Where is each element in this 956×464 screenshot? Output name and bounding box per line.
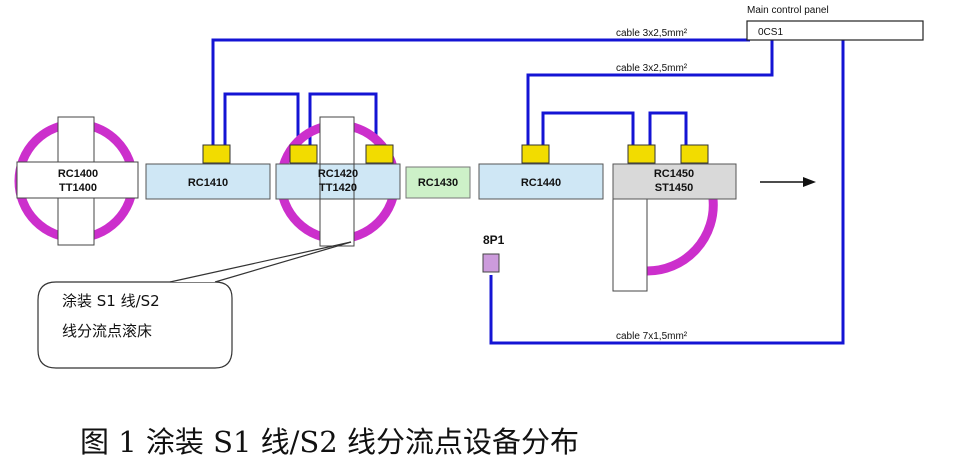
cable-loop-1450 bbox=[648, 111, 688, 148]
unit-rc1450 bbox=[612, 163, 737, 200]
unit-rc1430 bbox=[405, 166, 471, 199]
cable-loop-1440-1450 bbox=[541, 111, 635, 148]
unit-rc1410-label: RC1410 bbox=[188, 177, 228, 189]
callout-bubble: 涂装 S1 线/S2 线分流点滚床 bbox=[37, 241, 352, 369]
main-control-panel bbox=[746, 20, 924, 41]
cable-label-top-1: cable 3x2,5mm² bbox=[616, 28, 688, 39]
unit-rc1400-label: RC1400 bbox=[58, 168, 98, 180]
turntable-roller-horizontal bbox=[16, 161, 139, 199]
cable-top-2 bbox=[526, 40, 774, 148]
cable-loop-1410-1420 bbox=[223, 92, 300, 148]
cable-network bbox=[211, 38, 845, 345]
rc1420-terminal-right bbox=[365, 144, 394, 164]
unit-tt1420-label: TT1420 bbox=[319, 182, 357, 194]
callout-line-2: 线分流点滚床 bbox=[62, 322, 152, 340]
unit-8p1 bbox=[482, 253, 500, 273]
unit-tt1400-label: TT1400 bbox=[59, 182, 97, 194]
turntable-center-1420 bbox=[319, 163, 355, 200]
main-panel-id: 0CS1 bbox=[758, 27, 783, 38]
turntable-tt1420: RC1420 TT1420 bbox=[275, 116, 401, 247]
shuttle-st1450: RC1450 ST1450 bbox=[612, 144, 737, 292]
main-panel-title: Main control panel bbox=[747, 5, 829, 16]
cable-label-bottom: cable 7x1,5mm² bbox=[616, 331, 688, 342]
cable-loop-1420 bbox=[308, 92, 378, 148]
unit-rc1420-label: RC1420 bbox=[318, 168, 358, 180]
shuttle-arc bbox=[646, 198, 718, 276]
callout-line-1: 涂装 S1 线/S2 bbox=[62, 292, 160, 310]
unit-rc1450-label: RC1450 bbox=[654, 168, 694, 180]
shuttle-roller bbox=[612, 198, 648, 292]
unit-rc1440 bbox=[478, 163, 604, 200]
rc1450-terminal-right bbox=[680, 144, 709, 164]
flow-direction-arrow bbox=[760, 177, 816, 187]
rc1450-terminal-left bbox=[627, 144, 656, 164]
rc1410-terminal bbox=[202, 144, 231, 164]
cable-label-top-2: cable 3x2,5mm² bbox=[616, 63, 688, 74]
unit-st1450-label: ST1450 bbox=[655, 182, 694, 194]
rc1440-terminal bbox=[521, 144, 550, 164]
unit-rc1410 bbox=[145, 163, 271, 200]
unit-8p1-label: 8P1 bbox=[483, 233, 505, 247]
unit-rc1430-label: RC1430 bbox=[418, 177, 458, 189]
rc1420-terminal-left bbox=[289, 144, 318, 164]
cable-bottom bbox=[489, 40, 845, 345]
turntable-tt1400: RC1400 TT1400 bbox=[14, 116, 139, 246]
unit-rc1440-label: RC1440 bbox=[521, 177, 561, 189]
figure-caption: 图 1 涂装 S1 线/S2 线分流点设备分布 bbox=[80, 425, 579, 459]
cable-top-1 bbox=[211, 38, 750, 148]
